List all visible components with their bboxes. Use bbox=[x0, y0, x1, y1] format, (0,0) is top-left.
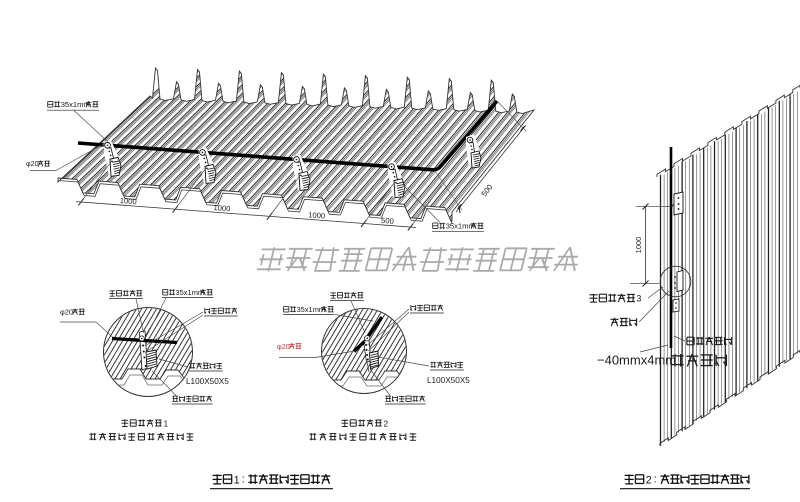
svg-text:35x1mm: 35x1mm bbox=[176, 288, 205, 297]
svg-text:35x1mm: 35x1mm bbox=[61, 100, 90, 109]
svg-text:1000: 1000 bbox=[634, 237, 643, 254]
svg-text:φ20: φ20 bbox=[26, 160, 39, 168]
svg-text:3: 3 bbox=[636, 294, 641, 304]
svg-text:L100X50X5: L100X50X5 bbox=[427, 376, 470, 385]
svg-text:35x1mm: 35x1mm bbox=[297, 305, 326, 314]
svg-text:1: 1 bbox=[164, 418, 169, 428]
svg-text:φ20: φ20 bbox=[60, 307, 73, 316]
svg-text::: : bbox=[654, 474, 657, 486]
svg-text:L100X50X5: L100X50X5 bbox=[186, 377, 229, 386]
svg-text:φ20: φ20 bbox=[277, 342, 290, 351]
svg-text:500: 500 bbox=[381, 216, 394, 226]
svg-text:2: 2 bbox=[646, 475, 652, 487]
svg-text:1000: 1000 bbox=[119, 196, 137, 206]
svg-text::: : bbox=[242, 474, 245, 486]
svg-text:1000: 1000 bbox=[213, 203, 231, 213]
svg-text:1: 1 bbox=[234, 475, 240, 487]
svg-text:2: 2 bbox=[384, 418, 389, 428]
svg-text:−40mmx4mm: −40mmx4mm bbox=[597, 353, 676, 368]
svg-text:35x1mm: 35x1mm bbox=[446, 222, 475, 231]
svg-text:1000: 1000 bbox=[308, 210, 326, 220]
